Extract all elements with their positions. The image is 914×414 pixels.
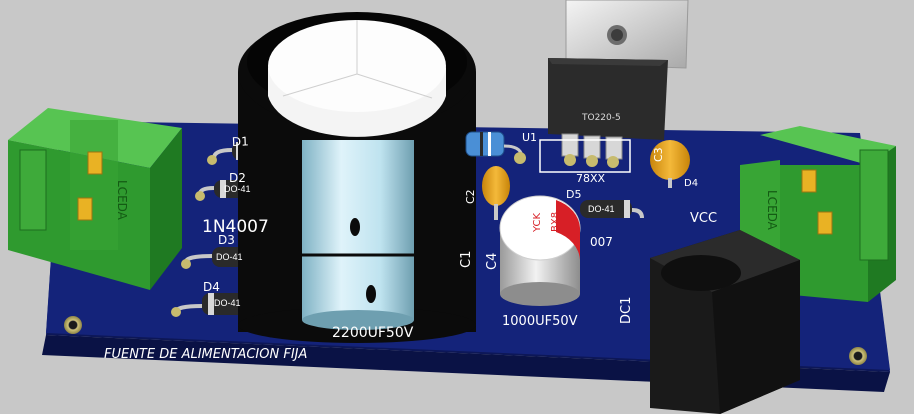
ref-c2: C2 [464,189,477,204]
ref-c1: C1 [459,251,474,268]
c4-cap-text-1: BX8 [550,212,561,232]
d5-package: DO-41 [588,204,615,214]
right-connector-label: LCEDA [765,190,779,231]
d3-package: DO-41 [216,252,243,262]
dc-jack-icon [650,230,800,414]
regulator-icon [539,0,689,173]
d4-package: DO-41 [214,298,241,308]
resistor-icon [465,131,526,164]
part-label: 1N4007 [202,217,269,237]
d2-package: DO-41 [224,184,251,194]
c4-value: 1000UF50V [502,314,578,329]
ref-d2: D2 [229,171,246,185]
c4-cap-text-2: YCK [532,212,543,233]
ref-dc1: DC1 [619,297,634,324]
capacitor-icon [238,12,476,343]
ref-d5: D5 [566,188,581,201]
vcc-label: VCC [690,211,717,226]
d5-value-partial: 007 [590,235,613,249]
c1-value: 2200UF50V [332,325,414,341]
capacitor-icon [499,195,581,306]
ref-d3: D3 [218,233,235,247]
terminal-block-icon [8,108,182,290]
mounting-hole-icon [849,347,867,365]
diode-d5 [580,200,644,219]
ref-d4-extra: D4 [684,178,698,189]
ref-d1: D1 [232,134,249,149]
component-text: 2200UF50V 1000UF50V BX8 YCK TO220-5 LCED… [104,113,779,362]
ref-c4: C4 [485,253,500,270]
left-connector-label: LCEDA [115,180,129,221]
ref-d4: D4 [203,280,220,294]
ref-c3: C3 [652,147,665,162]
regulator-value: 78XX [576,172,606,185]
board-title: FUENTE DE ALIMENTACION FIJA [104,347,307,362]
tantalum-capacitor-c3 [650,140,690,188]
tantalum-capacitor-c2 [482,166,510,220]
silkscreen-labels: 1N4007 D1 D2 D3 D4 D5 007 DO-41 DO-41 DO… [202,131,717,324]
regulator-package: TO220-5 [581,113,621,123]
mounting-hole-icon [64,316,82,334]
ref-u1: U1 [522,131,537,144]
